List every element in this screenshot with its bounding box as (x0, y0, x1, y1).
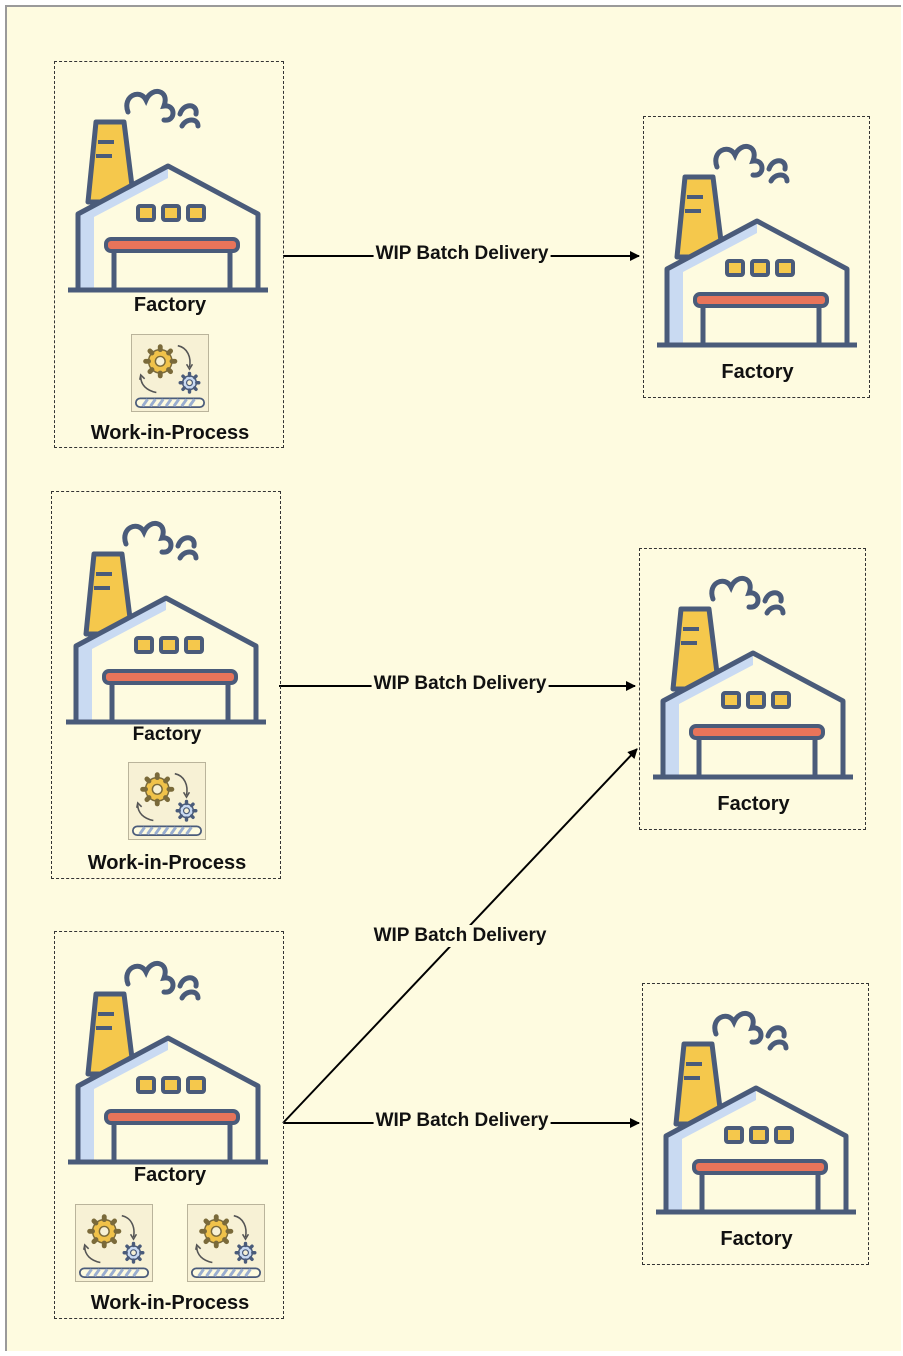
factory-label: Factory (55, 1164, 285, 1187)
wip-label: Work-in-Process (52, 852, 282, 875)
work-in-process-icon (75, 1204, 153, 1282)
edge-label-3: WIP Batch Delivery (372, 925, 549, 947)
source-factory-box-3: Factory Work-in-Process (54, 931, 284, 1319)
edge-label-4: WIP Batch Delivery (374, 1110, 551, 1132)
dest-factory-box-1: Factory (643, 116, 870, 398)
wip-label: Work-in-Process (55, 422, 285, 445)
factory-label: Factory (55, 294, 285, 317)
factory-label: Factory (640, 793, 867, 816)
factory-icon (656, 996, 856, 1216)
factory-icon (657, 129, 857, 349)
source-factory-box-2: Factory Work-in-Process (51, 491, 281, 879)
dest-factory-box-2: Factory (639, 548, 866, 830)
wip-label: Work-in-Process (55, 1292, 285, 1315)
factory-label: Factory (644, 361, 871, 384)
dest-factory-box-3: Factory (642, 983, 869, 1265)
diagram-canvas: WIP Batch Delivery WIP Batch Delivery WI… (5, 5, 901, 1351)
edge-label-2: WIP Batch Delivery (372, 673, 549, 695)
factory-icon (68, 74, 268, 294)
source-factory-box-1: Factory Work-in-Process (54, 61, 284, 448)
work-in-process-icon (131, 334, 209, 412)
factory-icon (66, 506, 266, 726)
factory-label: Factory (52, 724, 282, 746)
edge-label-1: WIP Batch Delivery (374, 243, 551, 265)
factory-label: Factory (643, 1228, 870, 1251)
factory-icon (68, 946, 268, 1166)
work-in-process-icon (128, 762, 206, 840)
factory-icon (653, 561, 853, 781)
work-in-process-icon (187, 1204, 265, 1282)
